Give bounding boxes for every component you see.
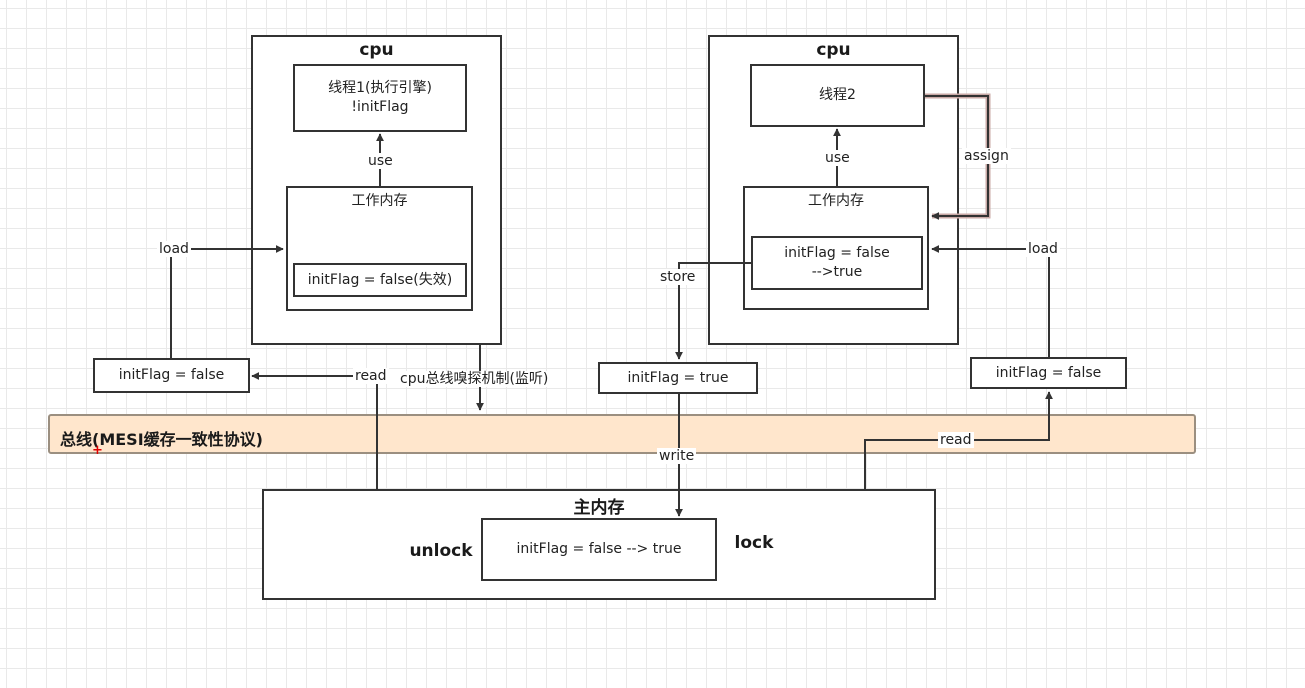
main-memory-var-box[interactable]: initFlag = false --> true	[481, 518, 717, 581]
store-var-value: initFlag = true	[627, 369, 729, 386]
right-var-box[interactable]: initFlag = false	[970, 357, 1127, 389]
bus-bar[interactable]: 总线(MESI缓存一致性协议)	[48, 414, 1196, 454]
work-memory-left-title: 工作内存	[351, 193, 408, 209]
work-memory-right-value-line1: initFlag = false	[784, 245, 890, 261]
assign-label: assign	[962, 148, 1011, 164]
write-label: write	[657, 448, 697, 464]
thread2-name: 线程2	[819, 87, 856, 103]
cursor-crosshair-icon: +	[92, 443, 103, 458]
thread2-box[interactable]: 线程2	[750, 64, 925, 127]
store-arrow	[675, 262, 751, 360]
thread1-box[interactable]: 线程1(执行引擎) !initFlag	[293, 64, 467, 132]
sniff-label: cpu总线嗅探机制(监听)	[398, 371, 551, 387]
use-left-label: use	[366, 153, 395, 169]
left-var-value: initFlag = false	[118, 367, 225, 383]
main-memory-unlock-label: unlock	[409, 541, 473, 561]
left-var-box[interactable]: initFlag = false	[93, 358, 250, 393]
use-right-label: use	[823, 150, 852, 166]
work-memory-right-value-line2: -->true	[811, 264, 863, 280]
work-memory-right-var[interactable]: initFlag = false -->true	[751, 236, 923, 290]
left-read-label: read	[353, 368, 389, 384]
main-memory-title: 主内存	[573, 498, 625, 518]
work-memory-left-value: initFlag = false(失效)	[307, 271, 453, 288]
cpu-right-title: cpu	[816, 40, 851, 60]
bus-label: 总线(MESI缓存一致性协议)	[60, 430, 263, 449]
right-var-value: initFlag = false	[995, 364, 1102, 381]
left-load-arrow	[170, 245, 284, 358]
left-read-arrow	[251, 372, 378, 489]
store-label: store	[658, 269, 698, 285]
main-memory-var-value: initFlag = false --> true	[516, 541, 682, 557]
right-read-label: read	[938, 432, 974, 448]
work-memory-right-title: 工作内存	[808, 193, 864, 209]
cpu-left-title: cpu	[359, 40, 394, 60]
main-memory-lock-label: lock	[734, 533, 774, 553]
thread1-condition: !initFlag	[351, 99, 409, 115]
right-load-label: load	[1026, 241, 1060, 257]
work-memory-left-var[interactable]: initFlag = false(失效)	[293, 263, 467, 297]
right-load-arrow	[931, 245, 1050, 357]
left-load-label: load	[157, 241, 191, 257]
store-var-box[interactable]: initFlag = true	[598, 362, 758, 394]
thread1-name: 线程1(执行引擎)	[328, 80, 432, 96]
